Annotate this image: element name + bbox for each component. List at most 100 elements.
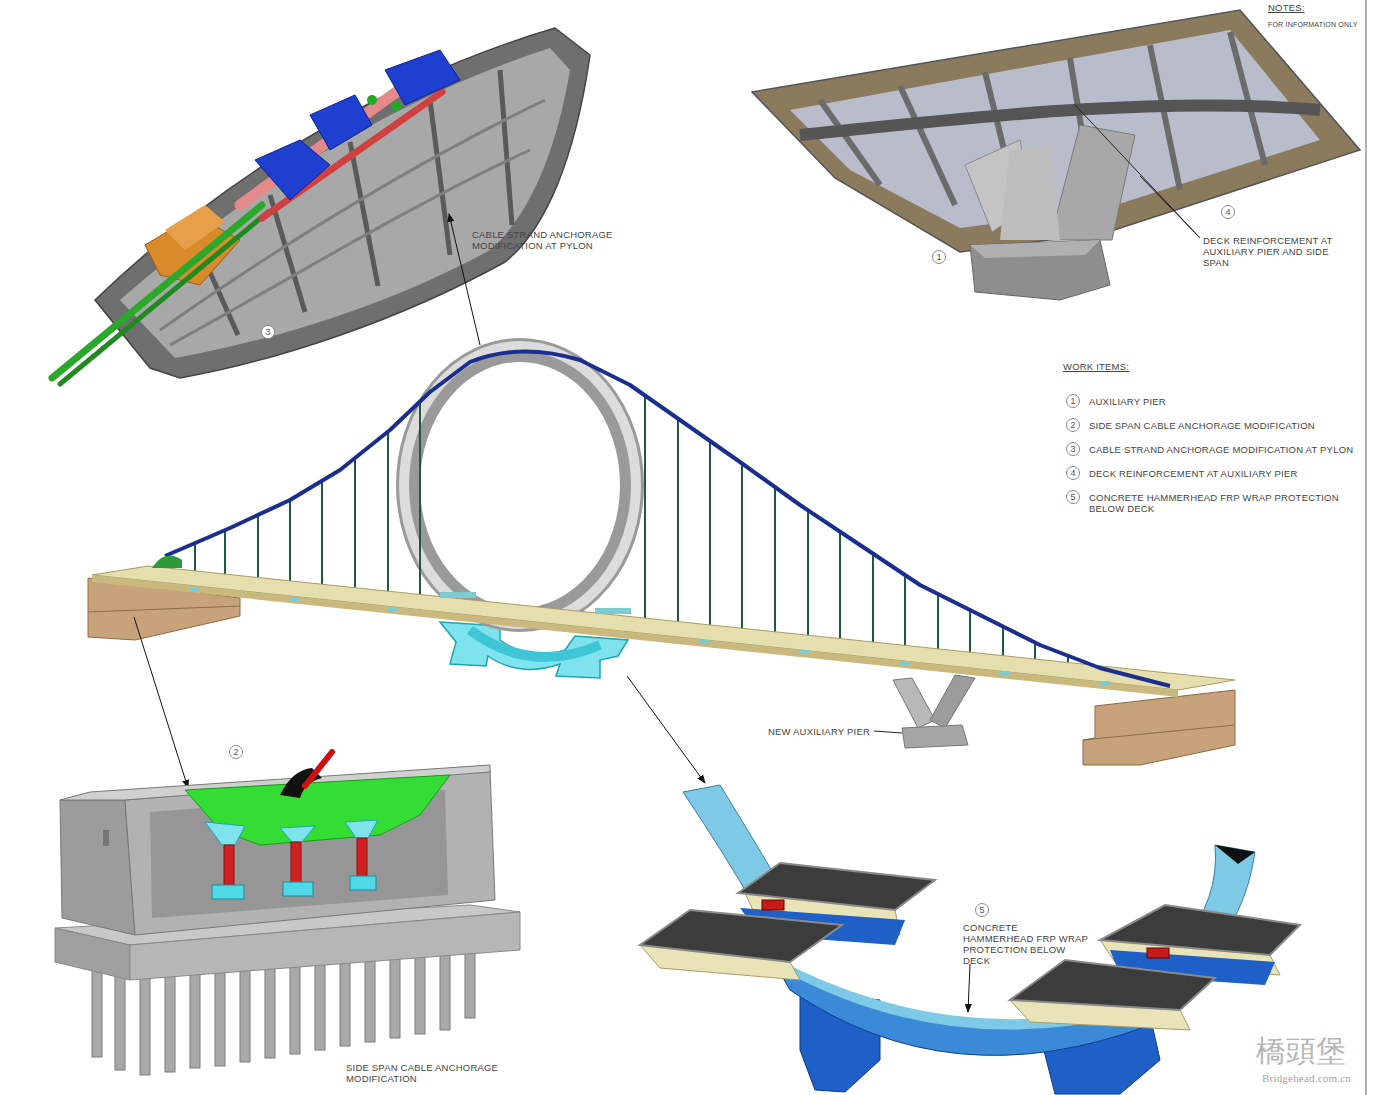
main-bridge bbox=[1083, 725, 1235, 740]
hammerhead-detail bbox=[1147, 948, 1169, 958]
pylon-anchorage-detail bbox=[52, 205, 262, 378]
side-span-anchorage-detail bbox=[305, 752, 332, 786]
side-span-anchorage-detail bbox=[212, 876, 376, 899]
callout-label: CABLE STRAND ANCHORAGE MODIFICATION AT P… bbox=[472, 229, 642, 251]
side-span-anchorage-detail bbox=[165, 962, 175, 1072]
leader-line bbox=[874, 731, 902, 733]
note-text: FOR INFORMATION ONLY bbox=[1268, 19, 1364, 30]
pylon-anchorage-detail bbox=[350, 142, 378, 286]
pylon-anchorage-detail bbox=[310, 95, 372, 150]
pylon-anchorage-detail bbox=[52, 28, 590, 384]
main-bridge bbox=[440, 592, 476, 598]
side-span-anchorage-detail bbox=[280, 826, 315, 842]
pylon-anchorage-detail bbox=[500, 70, 512, 225]
deck-reinforcement-detail bbox=[752, 10, 1360, 300]
main-bridge bbox=[88, 606, 240, 612]
callout-number: 3 bbox=[261, 325, 275, 339]
main-bridge bbox=[165, 351, 1170, 686]
hammerhead-detail bbox=[762, 900, 784, 910]
sheet-border bbox=[1366, 0, 1367, 1095]
work-item: SIDE SPAN CABLE ANCHORAGE MODIFICATION bbox=[1089, 420, 1363, 431]
main-bridge bbox=[290, 597, 300, 601]
item-number: 3 bbox=[1066, 442, 1080, 456]
pylon-anchorage-detail bbox=[120, 48, 570, 358]
side-span-anchorage-detail bbox=[212, 885, 244, 899]
callout-label: SIDE SPAN CABLE ANCHORAGE MODIFICATION bbox=[346, 1062, 546, 1084]
item-number: 5 bbox=[1066, 490, 1080, 504]
pylon-anchorage-detail bbox=[367, 95, 377, 105]
main-bridge bbox=[88, 346, 1235, 765]
pylon-anchorage-detail bbox=[240, 75, 420, 205]
callout-label: NEW AUXILIARY PIER bbox=[768, 726, 908, 737]
side-span-anchorage-detail bbox=[350, 876, 376, 890]
work-item: DECK REINFORCEMENT AT AUXILIARY PIER bbox=[1089, 468, 1363, 479]
hammerhead-detail bbox=[640, 785, 1300, 1094]
side-span-anchorage-detail bbox=[190, 960, 200, 1068]
hammerhead-detail bbox=[640, 863, 1300, 1010]
hammerhead-detail bbox=[738, 863, 935, 910]
deck-reinforcement-detail bbox=[752, 10, 1360, 252]
deck-reinforcement-detail bbox=[900, 86, 955, 205]
callout-label: DECK REINFORCEMENT AT AUXILIARY PIER AND… bbox=[1203, 235, 1343, 268]
callout-number: 5 bbox=[975, 903, 989, 917]
watermark: 橋頭堡 bbox=[1256, 1034, 1366, 1068]
main-bridge bbox=[1100, 681, 1110, 685]
side-span-anchorage-detail bbox=[55, 928, 130, 980]
pylon-anchorage-detail bbox=[255, 140, 330, 200]
main-bridge bbox=[1000, 671, 1010, 675]
main-bridge bbox=[92, 575, 1178, 697]
main-bridge bbox=[190, 587, 200, 591]
deck-reinforcement-detail bbox=[1000, 145, 1060, 240]
side-span-anchorage-detail bbox=[224, 845, 234, 890]
main-bridge bbox=[902, 725, 968, 748]
work-item: CABLE STRAND ANCHORAGE MODIFICATION AT P… bbox=[1089, 444, 1363, 455]
main-bridge bbox=[190, 587, 1110, 685]
main-bridge bbox=[408, 350, 632, 620]
side-span-anchorage-detail bbox=[60, 800, 135, 935]
deck-reinforcement-detail bbox=[820, 100, 880, 185]
leader-arrow bbox=[134, 617, 188, 788]
notes-heading: NOTES: bbox=[1268, 2, 1338, 13]
pylon-anchorage-detail bbox=[385, 50, 460, 105]
watermark: Bridgehead.com.cn bbox=[1262, 1072, 1372, 1085]
leader-arrow bbox=[627, 676, 705, 783]
deck-reinforcement-detail bbox=[1230, 32, 1265, 165]
main-bridge bbox=[92, 566, 1235, 690]
side-span-anchorage-detail bbox=[185, 775, 450, 845]
work-item: CONCRETE HAMMERHEAD FRP WRAP PROTECTION … bbox=[1089, 492, 1339, 514]
main-bridge bbox=[930, 675, 975, 728]
main-bridge bbox=[893, 678, 935, 728]
callout-label: CONCRETE HAMMERHEAD FRP WRAP PROTECTION … bbox=[963, 922, 1088, 966]
pylon-anchorage-detail bbox=[95, 28, 590, 378]
side-span-anchorage-detail bbox=[345, 820, 378, 838]
deck-reinforcement-detail bbox=[970, 240, 1110, 300]
hammerhead-detail bbox=[1100, 905, 1300, 955]
callout-number: 4 bbox=[1221, 205, 1235, 219]
side-span-anchorage-detail bbox=[205, 822, 245, 845]
pylon-anchorage-detail bbox=[430, 100, 450, 255]
item-number: 1 bbox=[1066, 394, 1080, 408]
deck-reinforcement-detail bbox=[1150, 45, 1180, 190]
main-bridge bbox=[1083, 690, 1235, 765]
side-span-anchorage-detail bbox=[103, 830, 109, 846]
hammerhead-detail bbox=[640, 910, 842, 962]
pylon-anchorage-detail bbox=[60, 212, 268, 384]
side-span-anchorage-detail bbox=[291, 842, 301, 887]
main-bridge bbox=[470, 630, 600, 657]
main-bridge bbox=[800, 650, 810, 654]
deck-reinforcement-detail bbox=[800, 105, 1320, 135]
side-span-anchorage-detail bbox=[140, 965, 150, 1075]
deck-reinforcement-detail bbox=[1050, 125, 1135, 240]
hammerhead-detail bbox=[1215, 845, 1255, 864]
side-span-anchorage-detail bbox=[205, 820, 378, 845]
list-heading: WORK ITEMS: bbox=[1063, 361, 1183, 372]
main-bridge bbox=[900, 661, 910, 665]
leader-arrow bbox=[968, 964, 970, 1012]
main-bridge bbox=[388, 607, 398, 611]
side-span-anchorage-detail bbox=[283, 882, 313, 896]
side-span-anchorage-detail bbox=[357, 838, 367, 880]
hammerhead-detail bbox=[1010, 960, 1215, 1010]
main-bridge bbox=[700, 640, 710, 644]
item-number: 4 bbox=[1066, 466, 1080, 480]
